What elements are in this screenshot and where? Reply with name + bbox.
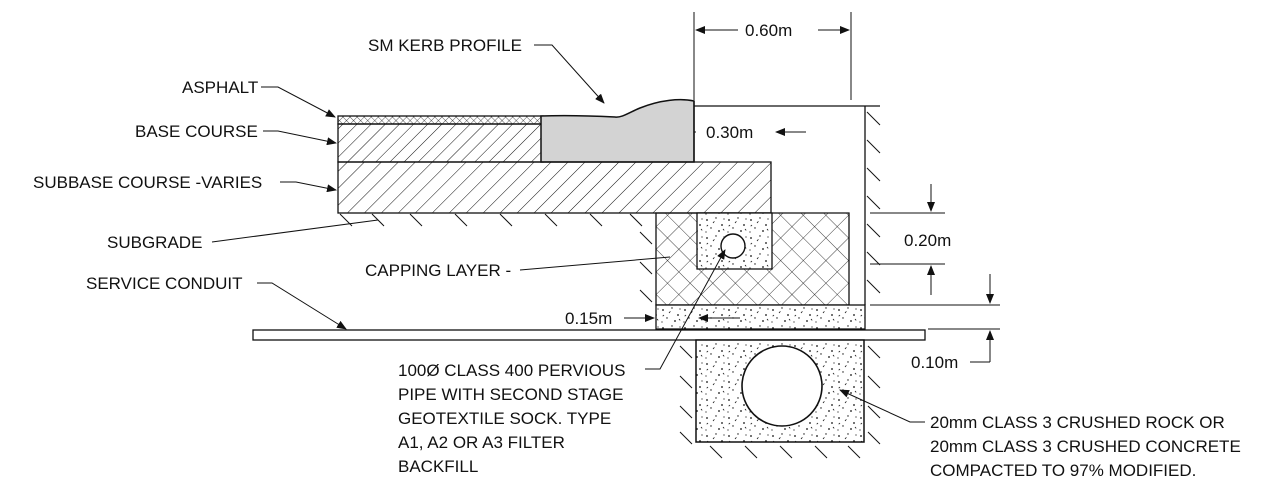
service-conduit	[252, 329, 926, 341]
dim-kerb-width-text: 0.30m	[706, 123, 753, 142]
pipe-note-line-2: PIPE WITH SECOND STAGE	[398, 385, 623, 404]
dim-side-width: 0.15m	[565, 305, 740, 330]
pervious-pipe	[720, 233, 746, 259]
kerb-profile-shape	[540, 98, 695, 163]
pipe-note-line-3: GEOTEXTILE SOCK. TYPE	[398, 409, 611, 428]
rock-note-line-1: 20mm CLASS 3 CRUSHED ROCK OR	[930, 413, 1225, 432]
dim-width-top-text: 0.60m	[745, 21, 792, 40]
pipe-note-line-4: A1, A2 OR A3 FILTER	[398, 433, 565, 452]
pipe-note-line-5: BACKFILL	[398, 457, 478, 476]
label-subgrade: SUBGRADE	[107, 219, 379, 252]
base-course-layer	[337, 123, 544, 163]
lower-trench-hatch	[679, 345, 881, 459]
label-kerb-profile: SM KERB PROFILE	[368, 36, 605, 104]
label-subgrade-text: SUBGRADE	[107, 233, 202, 252]
trench-wall-hatch	[866, 111, 881, 294]
dim-capping-depth: 0.20m	[870, 184, 951, 295]
service-pipe	[741, 345, 823, 427]
dim-side-width-text: 0.15m	[565, 309, 612, 328]
label-service-conduit: SERVICE CONDUIT	[86, 274, 347, 330]
label-subbase-course: SUBBASE COURSE -VARIES	[33, 173, 337, 193]
label-kerb-profile-text: SM KERB PROFILE	[368, 36, 522, 55]
dim-kerb-width: 0.30m	[694, 123, 806, 142]
label-pipe-note: 100Ø CLASS 400 PERVIOUS PIPE WITH SECOND…	[398, 249, 726, 476]
capping-wall-hatch	[639, 231, 653, 303]
label-rock-note: 20mm CLASS 3 CRUSHED ROCK OR 20mm CLASS …	[839, 389, 1241, 480]
label-capping-layer-text: CAPPING LAYER -	[365, 261, 511, 280]
dim-bedding-depth: 0.10m	[870, 274, 1000, 372]
dim-width-top: 0.60m	[693, 12, 852, 100]
label-service-conduit-text: SERVICE CONDUIT	[86, 274, 243, 293]
label-subbase-course-text: SUBBASE COURSE -VARIES	[33, 173, 262, 192]
label-capping-layer: CAPPING LAYER -	[365, 256, 671, 280]
dim-bedding-depth-text: 0.10m	[911, 353, 958, 372]
label-asphalt: ASPHALT	[182, 78, 336, 118]
rock-note-line-2: 20mm CLASS 3 CRUSHED CONCRETE	[930, 437, 1241, 456]
subgrade-hatch	[339, 213, 643, 227]
label-base-course: BASE COURSE	[135, 122, 337, 146]
dim-capping-depth-text: 0.20m	[904, 231, 951, 250]
label-asphalt-text: ASPHALT	[182, 78, 258, 97]
asphalt-layer	[337, 115, 544, 125]
label-base-course-text: BASE COURSE	[135, 122, 258, 141]
subbase-course-layer	[337, 161, 772, 214]
rock-note-line-3: COMPACTED TO 97% MODIFIED.	[930, 461, 1196, 480]
pipe-note-line-1: 100Ø CLASS 400 PERVIOUS	[398, 361, 625, 380]
